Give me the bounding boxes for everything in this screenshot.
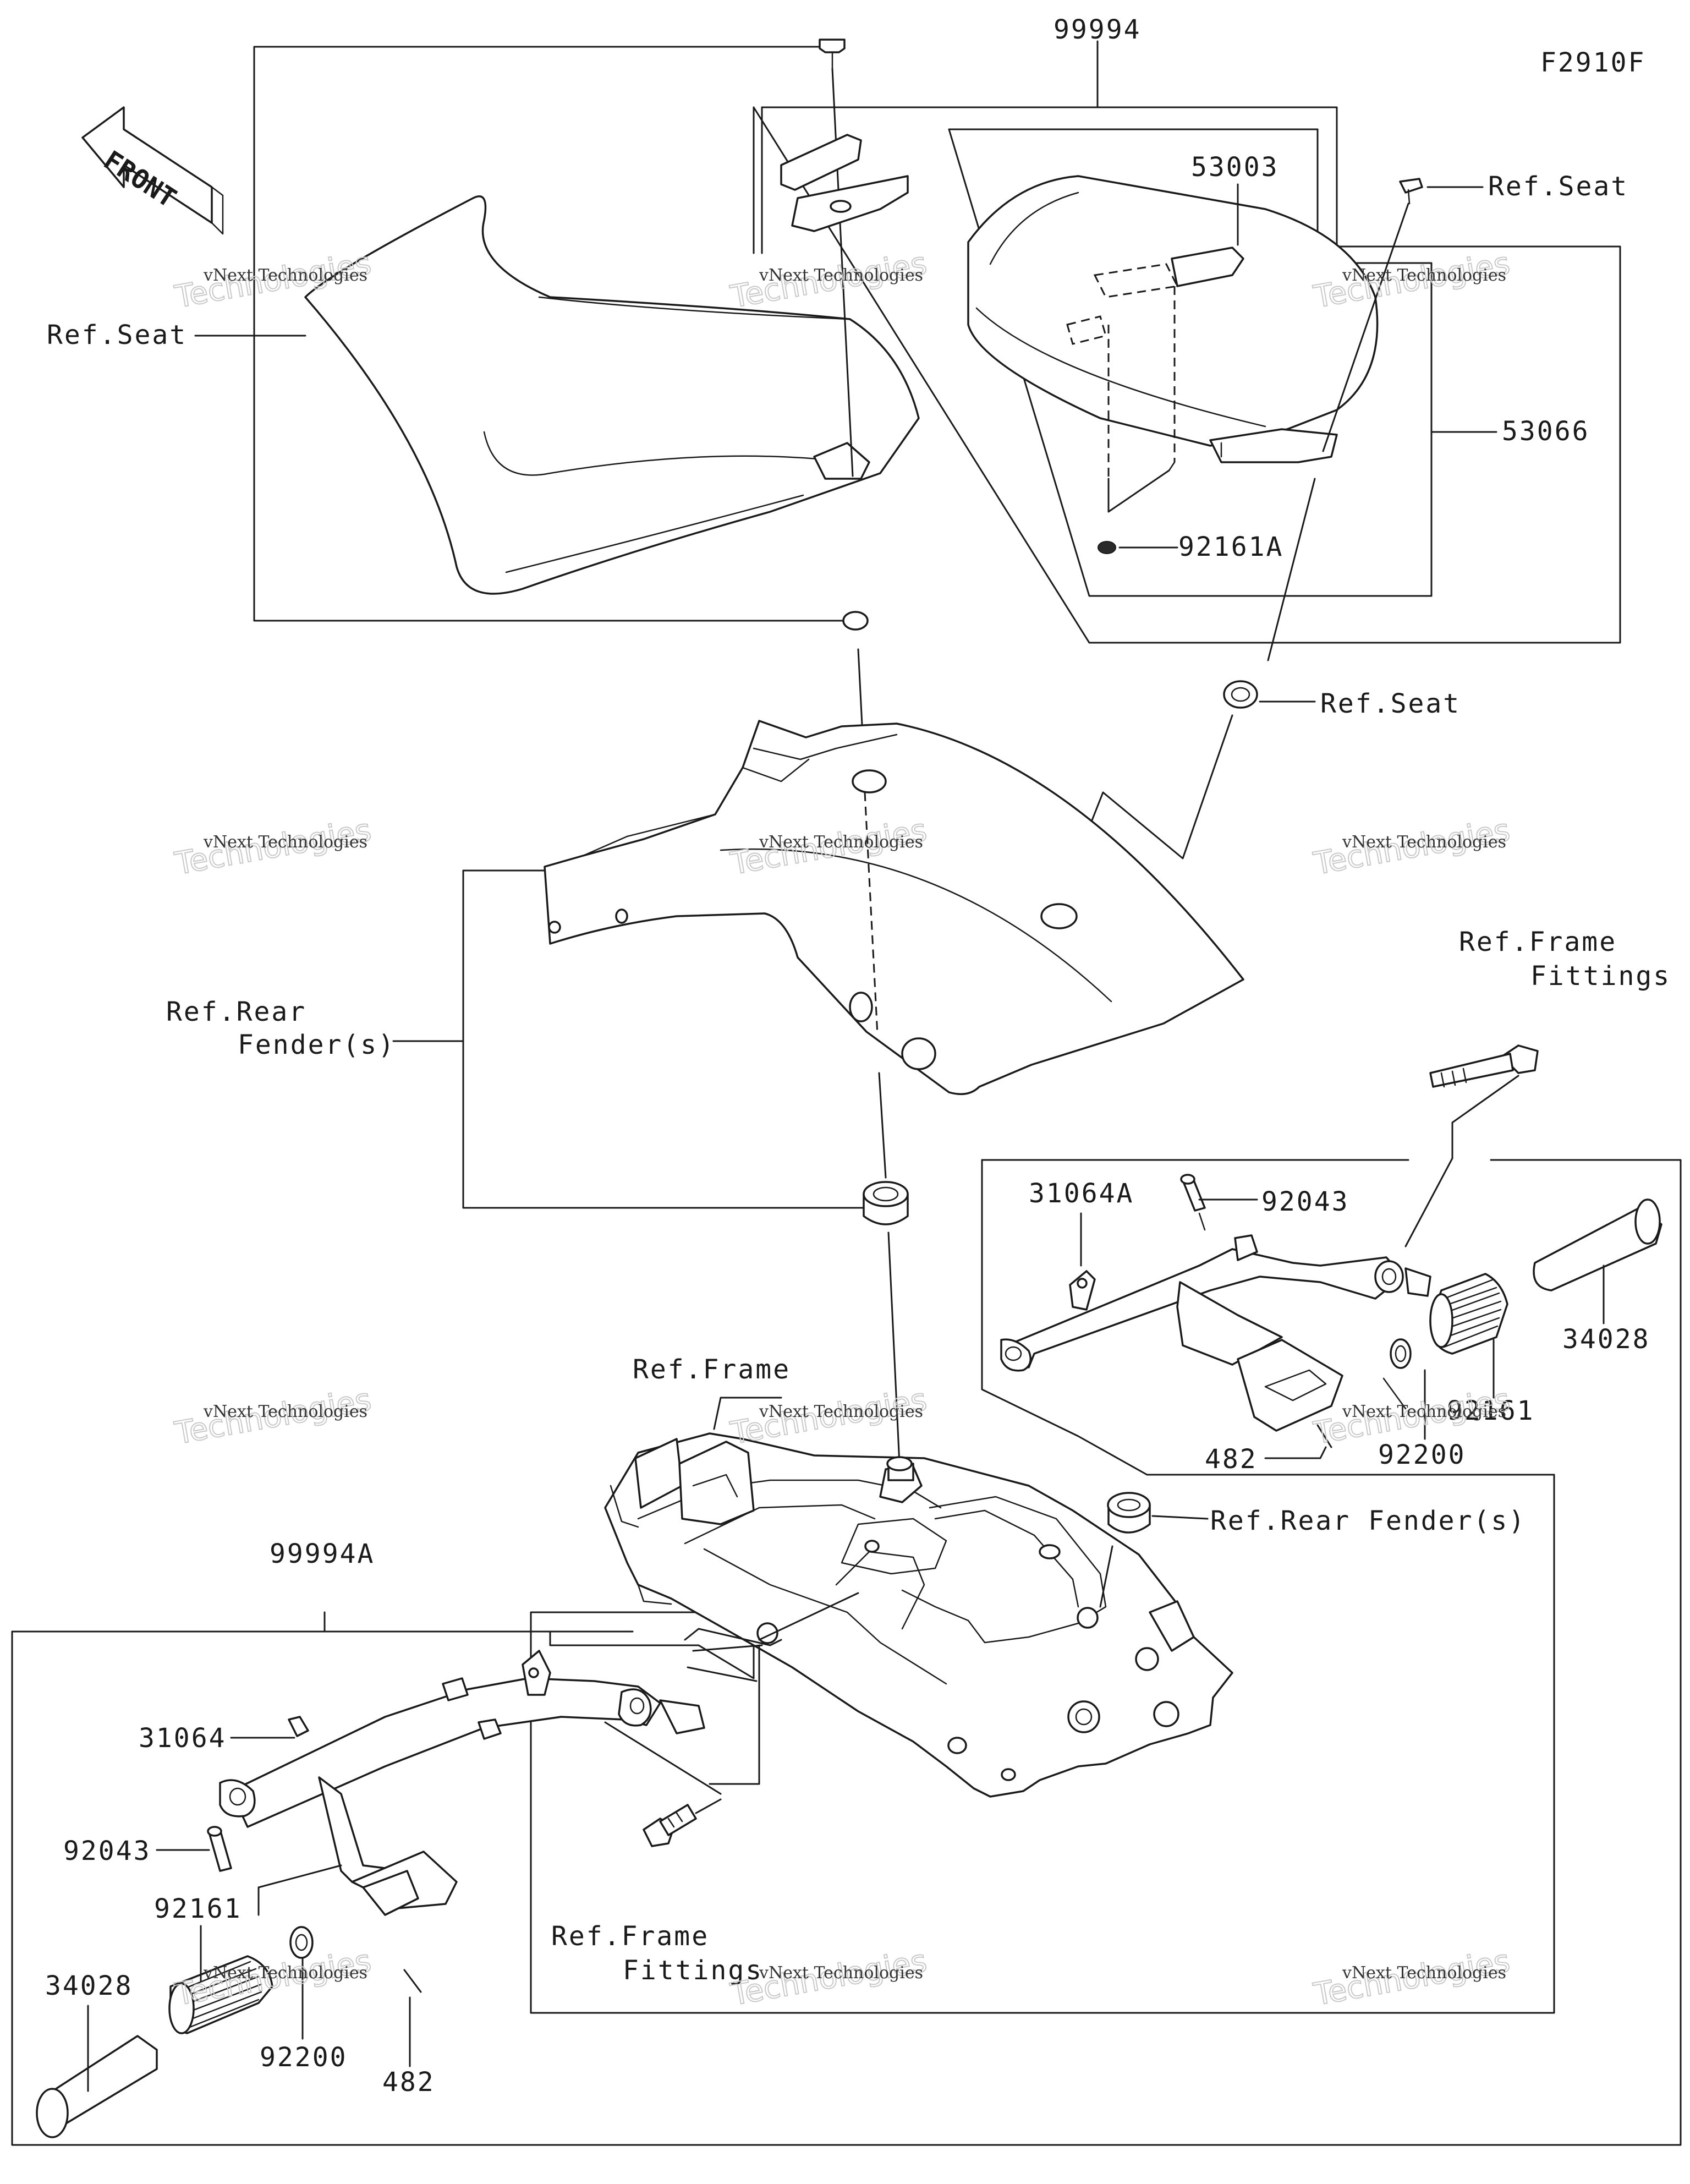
right-footrest-bracket [1000, 1234, 1431, 1432]
callout-31064: 31064 [139, 1723, 227, 1754]
callout-34028-right: 34028 [1562, 1324, 1650, 1355]
grommet-seat [842, 611, 869, 631]
callout-92043-left: 92043 [63, 1836, 151, 1866]
callout-ref-frame-fittings-right-line2: Fittings [1530, 961, 1671, 992]
callout-ref-frame-fittings-left-line2: Fittings [623, 1955, 763, 1986]
washer-92200-right [1390, 1338, 1412, 1369]
callout-92161-right: 92161 [1447, 1395, 1535, 1426]
callout-92161A: 92161A [1178, 532, 1283, 562]
rear-frame [604, 1432, 1233, 1798]
callout-92200-right: 92200 [1378, 1439, 1466, 1470]
watermark-text: vNext Technologies [759, 1963, 923, 1983]
watermark-text: vNext Technologies [759, 266, 923, 285]
callout-31064A: 31064A [1029, 1178, 1134, 1209]
watermark-text: vNext Technologies [759, 1402, 923, 1421]
watermark-text: vNext Technologies [203, 1963, 367, 1983]
callout-ref-frame-fittings-right-line1: Ref.Frame [1459, 927, 1617, 957]
frame-bushing [1107, 1492, 1151, 1534]
watermark-text: vNext Technologies [203, 833, 367, 852]
callout-ref-rear-fender-line2: Fender(s) [238, 1030, 396, 1060]
callout-ref-rear-fender-line1: Ref.Rear [166, 997, 306, 1027]
rear-fender [544, 720, 1244, 1096]
watermark-text: vNext Technologies [1342, 1402, 1506, 1421]
rider-seat [304, 195, 920, 595]
watermark-text: vNext Technologies [1342, 266, 1506, 285]
callout-482-left: 482 [382, 2067, 435, 2098]
cotter-pin-482-right [1316, 1424, 1332, 1448]
watermark-text: vNext Technologies [203, 266, 367, 285]
callout-92161-left: 92161 [154, 1893, 242, 1924]
group-frames [11, 40, 1682, 2146]
callout-34028-left: 34028 [45, 1970, 133, 2001]
callout-ref-rear-fender-right: Ref.Rear Fender(s) [1210, 1506, 1526, 1536]
callout-ref-seat-mid: Ref.Seat [1320, 688, 1461, 719]
callout-99994: 99994 [1053, 14, 1142, 45]
callout-482-right: 482 [1205, 1444, 1258, 1475]
front-direction-arrow-icon: FRONT [81, 106, 224, 235]
callout-53003: 53003 [1191, 152, 1279, 183]
callout-92200-left: 92200 [260, 2042, 348, 2073]
callout-ref-seat-top-right: Ref.Seat [1488, 171, 1628, 202]
frame-bolt-right [1429, 1044, 1539, 1088]
figure-code: F2910F [1540, 47, 1645, 78]
pin-92043-right [1180, 1174, 1206, 1212]
callout-92043-right: 92043 [1261, 1186, 1349, 1217]
grommet-passenger [1098, 541, 1116, 554]
frame-bolt-left [643, 1804, 697, 1847]
seat-bolt [819, 39, 846, 70]
watermark-text: vNext Technologies [1342, 833, 1506, 852]
watermark-text: vNext Technologies [203, 1402, 367, 1421]
watermark-text: vNext Technologies [759, 833, 923, 852]
callout-ref-seat-left: Ref.Seat [47, 320, 187, 351]
cotter-pin-482-left [403, 1969, 422, 1993]
callout-53066: 53066 [1502, 416, 1590, 447]
passenger-seat [967, 175, 1379, 479]
left-footrest-bracket [219, 1650, 705, 1916]
grip-34028-right [1533, 1198, 1662, 1291]
passenger-seat-bolt [1322, 178, 1423, 452]
callout-labels: 99994 53003 53066 92161A Ref.Seat Ref.Se… [45, 14, 1671, 2098]
footpeg-rubber-92161-left [168, 1955, 273, 2034]
seat-hook-bracket [780, 134, 909, 232]
callout-ref-frame-fittings-left-line1: Ref.Frame [551, 1921, 709, 1952]
grip-34028-left [36, 2035, 158, 2138]
fender-bushing [863, 1181, 909, 1225]
grommet-ref-seat [1223, 680, 1258, 709]
washer-92200-left [289, 1926, 314, 1959]
watermark-text: vNext Technologies [1342, 1963, 1506, 1983]
callout-99994A: 99994A [270, 1539, 375, 1569]
pin-92043-left [207, 1826, 232, 1872]
footpeg-rubber-92161-right [1429, 1273, 1508, 1355]
callout-ref-frame: Ref.Frame [633, 1354, 791, 1385]
